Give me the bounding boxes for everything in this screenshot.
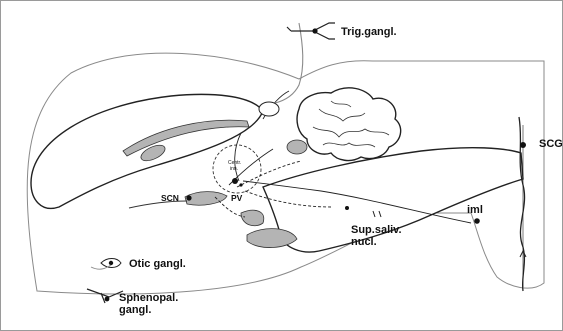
scg-dot xyxy=(520,142,526,148)
iml-dot xyxy=(474,218,480,224)
iml-label: iml xyxy=(467,204,483,216)
colliculus xyxy=(287,140,307,154)
scn-label: SCN xyxy=(161,193,179,203)
brainstem-spinal-cord xyxy=(263,148,523,252)
sphenopal-ganglion-dot xyxy=(105,297,110,302)
trigeminal-nucleus xyxy=(259,102,279,116)
pv-dot-small xyxy=(239,183,242,186)
trig-ganglion-shape xyxy=(287,23,335,39)
sphenopal-label-1: Sphenopal. xyxy=(119,292,178,304)
otic-ganglion-dot xyxy=(109,261,113,265)
pituitary xyxy=(241,210,264,226)
trig-ganglion-dot xyxy=(312,28,317,33)
scn-dot xyxy=(186,195,191,200)
scg-label: SCG xyxy=(539,138,563,150)
otic-gangl-label: Otic gangl. xyxy=(129,258,186,270)
cerebellum xyxy=(297,88,401,161)
sphenopal-label-2: gangl. xyxy=(119,304,151,316)
trig-gangl-label: Trig.gangl. xyxy=(341,26,397,38)
sphenopal-ganglion-shape xyxy=(87,289,123,303)
pv-label: PV xyxy=(231,193,243,203)
centr-inn-label-2: inn. xyxy=(230,166,238,172)
sup-saliv-dot xyxy=(345,206,349,210)
sup-saliv-label-2: nucl. xyxy=(351,236,377,248)
pv-dot xyxy=(232,178,238,184)
sup-saliv-label-1: Sup.saliv. xyxy=(351,224,402,236)
